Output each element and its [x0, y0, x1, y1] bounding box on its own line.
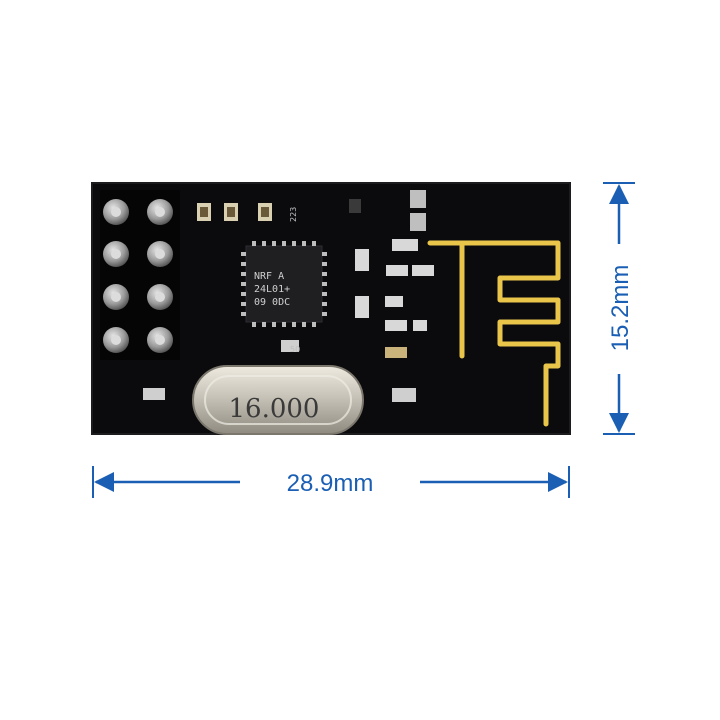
pin	[103, 199, 129, 225]
pin	[147, 327, 173, 353]
silkscreen-label: 223	[289, 207, 298, 222]
pcb-antenna	[427, 240, 561, 427]
smd-components: 223 50	[143, 190, 434, 402]
crystal-oscillator: 16.000	[192, 365, 364, 435]
silkscreen-label: 50	[290, 345, 300, 354]
chip-marking: 24L01+	[254, 284, 290, 295]
pin	[103, 241, 129, 267]
pin	[103, 327, 129, 353]
crystal-label: 16.000	[229, 394, 320, 424]
pin	[147, 199, 173, 225]
rf-chip: NRF A 24L01+ 09 0DC	[241, 241, 327, 327]
chip-marking: 09 0DC	[254, 297, 290, 308]
chip-marking: NRF A	[254, 271, 284, 282]
width-dimension: 28.9mm	[92, 466, 570, 498]
pin	[147, 284, 173, 310]
height-label: 15.2mm	[607, 265, 634, 352]
pin	[147, 241, 173, 267]
height-dimension: 15.2mm	[603, 182, 635, 435]
header-pins	[100, 190, 180, 360]
pin	[103, 284, 129, 310]
width-label: 28.9mm	[287, 470, 374, 497]
